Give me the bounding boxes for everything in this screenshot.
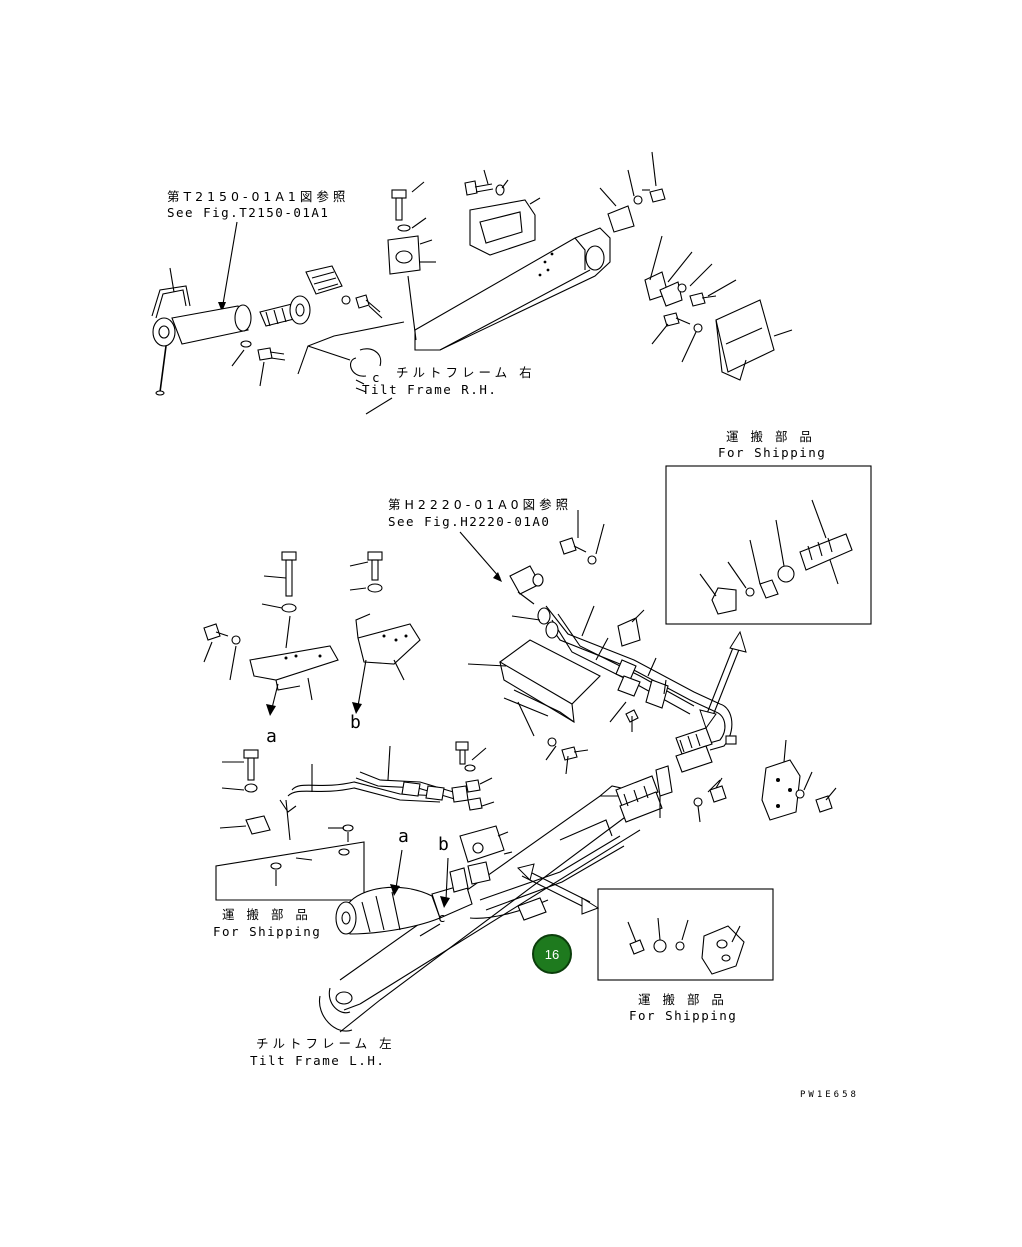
detail-a-bottom: a [398,826,410,847]
tilt-frame-rh-en: Tilt Frame R.H. [362,382,497,397]
tilt-frame-lh-jp: チルトフレーム 左 [256,1036,396,1051]
middle-reference-jp: 第H2220-01A0図参照 [388,497,572,512]
shipping-box-2-en: For Shipping [213,924,321,939]
bracket-a-assembly: a [203,551,339,747]
badge-label[interactable]: 16 [545,947,559,962]
shipping-box-1-jp: 運 搬 部 品 [726,429,816,444]
drawing-code: PW1E658 [800,1090,859,1100]
shipping-box-3-jp: 運 搬 部 品 [638,992,728,1007]
tilt-frame-rh-assembly: c [151,151,793,415]
shipping-box-lower-left: 運 搬 部 品 For Shipping [213,841,365,939]
detail-a-top: a [266,726,278,747]
hotspot-badge-16[interactable]: 16 [532,934,572,974]
bracket-b-assembly: b [349,551,421,733]
top-reference-callout: 第T2150-01A1図参照 See Fig.T2150-01A1 [167,189,349,312]
detail-b-top: b [350,712,362,733]
tilt-frame-rh-jp: チルトフレーム 右 [396,365,536,380]
detail-c-bottom: c [438,910,447,925]
top-reference-jp: 第T2150-01A1図参照 [167,189,349,204]
tilt-frame-lh-assembly: a b c [318,739,837,1033]
shipping-box-3-en: For Shipping [629,1008,737,1023]
top-reference-en: See Fig.T2150-01A1 [167,205,329,220]
badge-circle[interactable] [532,934,572,974]
shipping-box-lower-right: 運 搬 部 品 For Shipping [597,888,774,1023]
detail-c-top: c [372,370,381,385]
shipping-arrow-upper [699,630,747,730]
shipping-box-1-en: For Shipping [718,445,826,460]
lower-left-hose-assembly [219,745,469,842]
shipping-arrow-lower [517,863,600,915]
hose-assembly-middle [467,510,737,775]
shipping-box-2-jp: 運 搬 部 品 [222,907,312,922]
shipping-box-upper-right: 運 搬 部 品 For Shipping [665,429,872,625]
middle-reference-en: See Fig.H2220-01A0 [388,514,550,529]
detail-b-bottom: b [438,834,450,855]
tilt-frame-rh-label: チルトフレーム 右 Tilt Frame R.H. [362,365,536,397]
tilt-frame-lh-en: Tilt Frame L.H. [250,1053,385,1068]
tilt-frame-lh-label: チルトフレーム 左 Tilt Frame L.H. [250,1036,396,1068]
middle-reference-callout: 第H2220-01A0図参照 See Fig.H2220-01A0 [388,497,572,582]
